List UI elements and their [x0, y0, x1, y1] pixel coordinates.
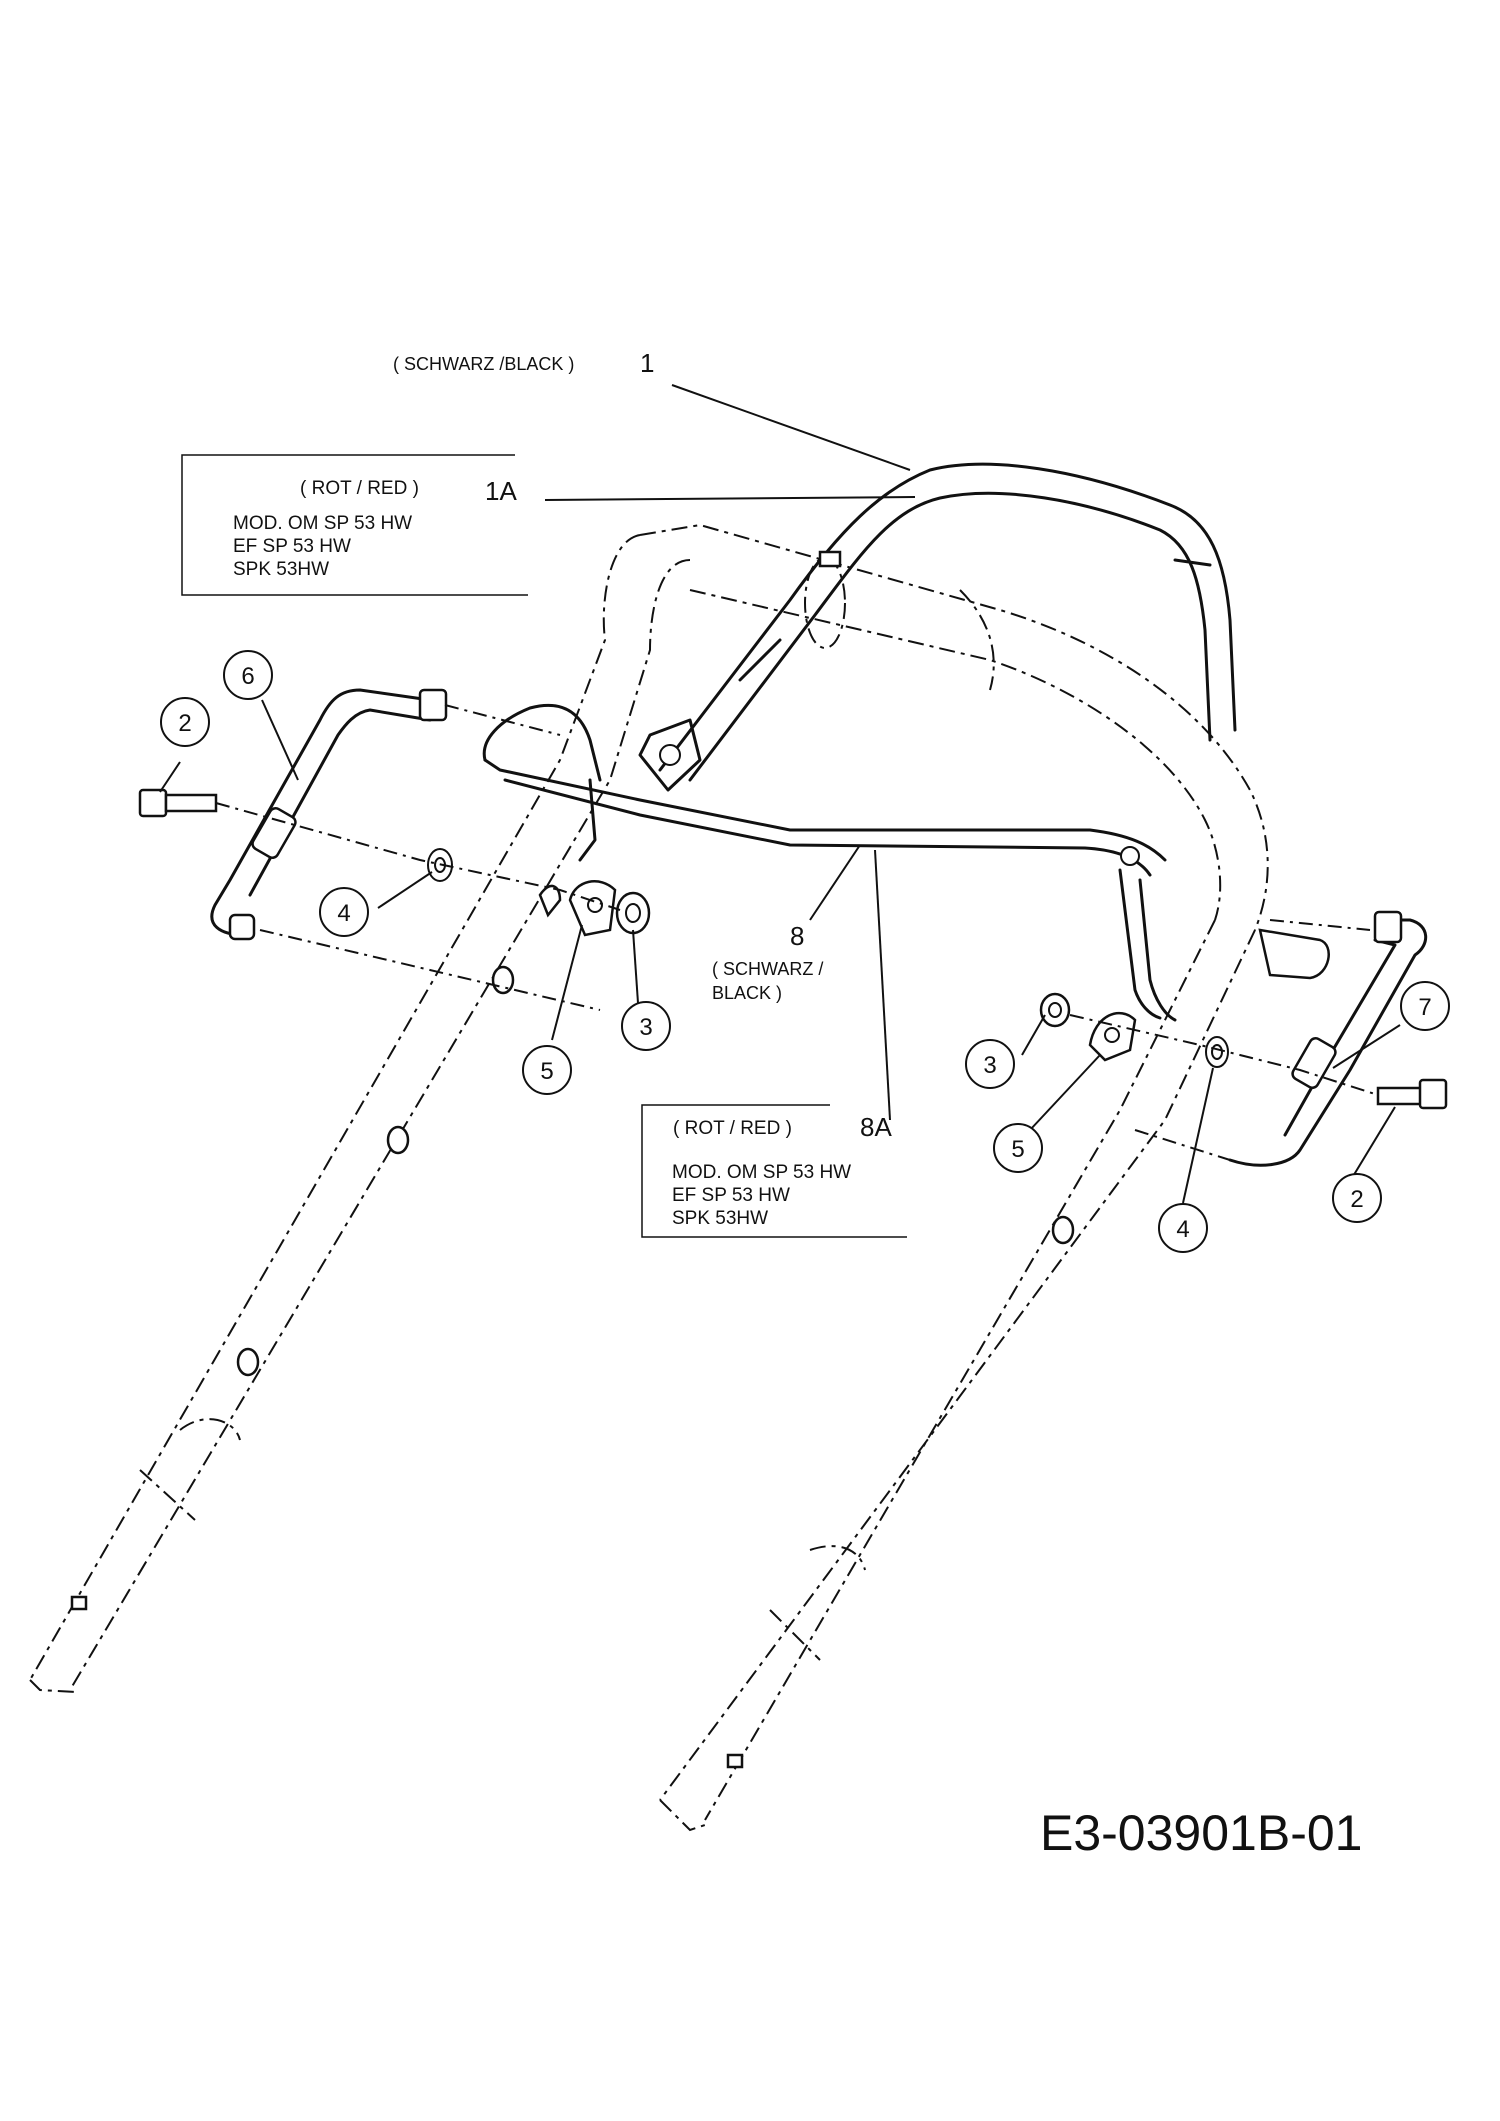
- svg-text:5: 5: [1011, 1136, 1024, 1163]
- callout-circles: 2 6 4 5 3 7 3 5 4 2: [160, 650, 1450, 1253]
- box-8a-color: ( ROT / RED ): [673, 1118, 792, 1139]
- lower-handle-frame: [29, 523, 1269, 1832]
- part-1-number: 1: [640, 348, 654, 378]
- part-1a-number: 1A: [485, 476, 517, 506]
- callout-3-left: 3: [621, 1001, 671, 1051]
- callout-7: 7: [1400, 981, 1450, 1031]
- svg-text:6: 6: [241, 663, 254, 690]
- svg-text:4: 4: [337, 900, 350, 927]
- right-link-rod: [1228, 910, 1428, 1167]
- svg-text:4: 4: [1176, 1216, 1189, 1243]
- callout-3-right: 3: [965, 1039, 1015, 1089]
- box-8a-line-1: MOD. OM SP 53 HW: [672, 1162, 851, 1183]
- svg-text:2: 2: [1350, 1186, 1363, 1213]
- svg-text:3: 3: [983, 1052, 996, 1079]
- svg-text:7: 7: [1418, 994, 1431, 1021]
- part-8-color-line-2: BLACK ): [712, 983, 782, 1003]
- box-1a-line-3: SPK 53HW: [233, 559, 329, 580]
- left-hardware: [138, 704, 651, 1011]
- svg-text:2: 2: [178, 710, 191, 737]
- variant-box-8a: ( ROT / RED ) MOD. OM SP 53 HW EF SP 53 …: [641, 1104, 907, 1238]
- part-1-color-note: ( SCHWARZ /BLACK ): [393, 354, 574, 374]
- callout-6: 6: [223, 650, 273, 700]
- right-hardware: [1039, 919, 1448, 1161]
- left-link-rod: [210, 688, 448, 941]
- callout-4-right: 4: [1158, 1203, 1208, 1253]
- callout-2-right: 2: [1332, 1173, 1382, 1223]
- svg-text:5: 5: [540, 1058, 553, 1085]
- part-8-number: 8: [790, 921, 804, 951]
- part-8-color-line-1: ( SCHWARZ /: [712, 959, 823, 979]
- box-8a-line-3: SPK 53HW: [672, 1208, 768, 1229]
- box-1a-color: ( ROT / RED ): [300, 478, 419, 499]
- box-1a-line-2: EF SP 53 HW: [233, 536, 351, 557]
- bail-bar: [482, 703, 1177, 1022]
- callout-5-right: 5: [993, 1123, 1043, 1173]
- box-1a-line-1: MOD. OM SP 53 HW: [233, 513, 412, 534]
- callout-5-left: 5: [522, 1045, 572, 1095]
- callout-4-left: 4: [319, 887, 369, 937]
- callout-2-left: 2: [160, 697, 210, 747]
- box-8a-line-2: EF SP 53 HW: [672, 1185, 790, 1206]
- leader-lines: [159, 384, 1401, 1204]
- svg-text:3: 3: [639, 1014, 652, 1041]
- variant-box-1a: ( ROT / RED ) MOD. OM SP 53 HW EF SP 53 …: [181, 454, 528, 596]
- part-8a-number: 8A: [860, 1112, 892, 1142]
- upper-handle-bar: [638, 462, 1237, 792]
- drawing-number: E3-03901B-01: [1040, 1805, 1362, 1861]
